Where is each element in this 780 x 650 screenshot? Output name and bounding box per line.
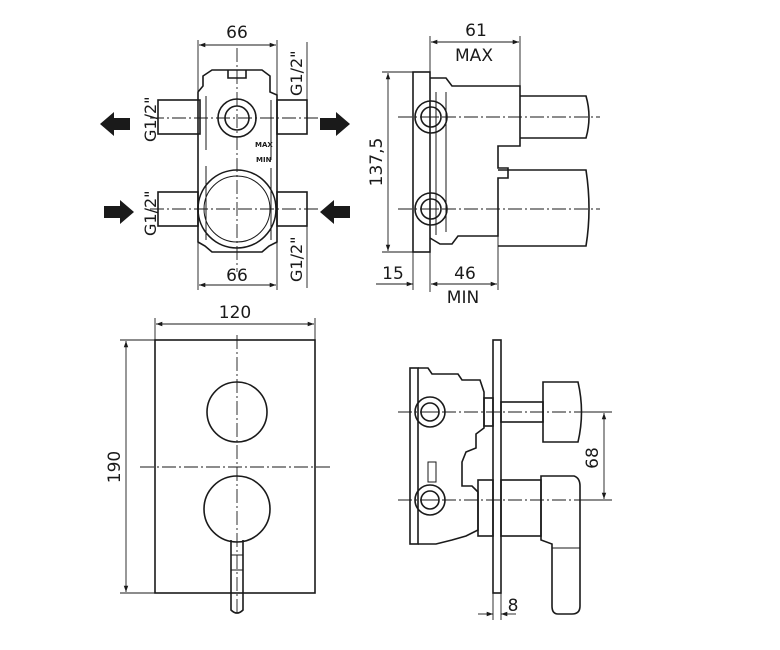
arrow-outlet-left-icon — [100, 112, 130, 136]
side-body-profile — [418, 367, 485, 545]
dim-plate-width-label: 120 — [219, 303, 251, 323]
body-mark-max: MAX — [255, 141, 273, 149]
side-lower-spindle — [498, 169, 590, 247]
assembled-side-view — [398, 339, 600, 615]
dim-min-label: MIN — [447, 288, 479, 308]
wall-plate — [412, 71, 431, 253]
side-body-outline — [429, 77, 521, 245]
dim-max-depth: 61 MAX — [429, 21, 521, 86]
dim-plate-width: 120 — [154, 303, 316, 340]
dim-min-depth: 15 46 MIN — [376, 236, 499, 308]
dim-plate-thickness: 8 — [478, 593, 518, 620]
outlet-stub-right-upper — [276, 99, 308, 135]
body-mark-min: MIN — [256, 156, 272, 164]
dim-min-depth-label: 46 — [454, 264, 476, 284]
side-body-frame — [409, 367, 419, 545]
dim-plate-height-label: 190 — [105, 451, 125, 483]
dim-plate-thickness-label: 8 — [508, 596, 519, 616]
dim-bottom-width-label: 66 — [226, 266, 248, 286]
side-upper-spindle — [520, 95, 590, 139]
thread-label-bottom-right: G1/2" — [287, 236, 306, 282]
side-cover-plate — [492, 339, 502, 594]
side-mixer-lever — [540, 475, 581, 615]
thread-label-lower-left: G1/2" — [141, 190, 160, 236]
arrow-inlet-left-icon — [104, 200, 134, 224]
dim-max-label: MAX — [455, 46, 493, 66]
flow-arrows — [100, 112, 350, 224]
cover-plate-front-view — [140, 335, 332, 616]
dim-height-label: 137,5 — [367, 138, 387, 187]
dim-handle-spacing: 68 — [580, 411, 612, 501]
dim-bottom-width: 66 — [197, 242, 278, 290]
arrow-outlet-right-icon — [320, 112, 350, 136]
dim-wall-offset-label: 15 — [382, 264, 404, 284]
dim-max-depth-label: 61 — [465, 21, 487, 41]
dim-height: 137,5 — [367, 71, 413, 253]
outlet-stub-left-upper — [157, 99, 201, 135]
side-diverter-knob — [542, 381, 583, 443]
cover-plate — [154, 339, 316, 594]
thread-label-upper-left: G1/2" — [141, 96, 160, 142]
valve-body-side-view — [398, 71, 600, 253]
thread-label-top-right: G1/2" — [287, 50, 306, 96]
arrow-inlet-right-icon — [320, 200, 350, 224]
dim-top-width: 66 — [197, 23, 278, 95]
dim-plate-height: 190 — [105, 339, 155, 594]
dim-top-width-label: 66 — [226, 23, 248, 43]
valve-body-front-view: MAX MIN — [150, 48, 318, 272]
dim-handle-spacing-label: 68 — [583, 447, 603, 469]
